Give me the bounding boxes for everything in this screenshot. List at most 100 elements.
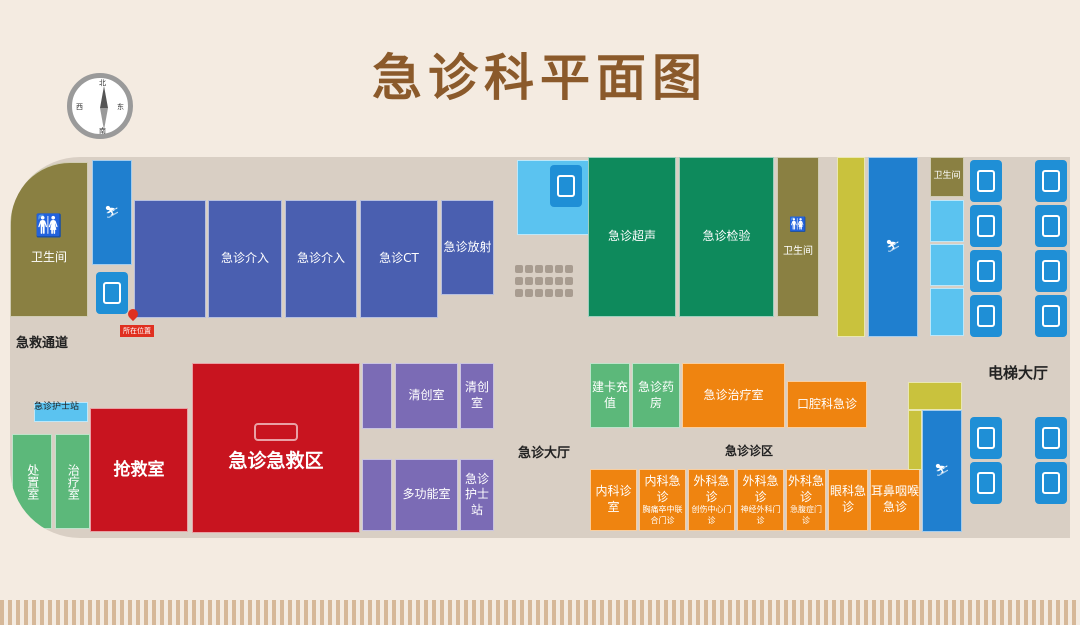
- elevator-icon: [1035, 295, 1067, 337]
- elevator-icon: [970, 462, 1002, 504]
- room-nurse-right[interactable]: 急诊护士站: [460, 459, 494, 531]
- room-label: 急诊治疗室: [703, 387, 764, 402]
- elevator-icon: [550, 165, 582, 207]
- compass-icon: 北 南 东 西: [67, 73, 133, 139]
- toilet-icon: 🚻: [789, 217, 807, 234]
- room-sky-3: [930, 288, 964, 336]
- compass-south: 南: [99, 127, 106, 135]
- room-label: 口腔科急诊: [796, 396, 857, 411]
- room-erbi[interactable]: 耳鼻咽喉急诊: [870, 469, 920, 531]
- room-label: 急诊护士站: [464, 471, 489, 517]
- corridor-yellow: [837, 157, 865, 337]
- room-neike[interactable]: 内科诊室: [590, 469, 637, 531]
- room-label: 急诊放射: [443, 239, 492, 254]
- room-kouqiang[interactable]: 口腔科急诊: [787, 381, 867, 428]
- decorative-border: [0, 600, 1080, 625]
- room-neike-2[interactable]: 内科急诊 胸痛卒中联合门诊: [639, 469, 686, 531]
- room-sky-1: [930, 200, 964, 242]
- room-label: 急诊介入: [220, 251, 269, 266]
- compass-east: 东: [117, 103, 124, 111]
- room-label: 卫生间: [783, 245, 813, 257]
- room-yaofang[interactable]: 急诊药房: [632, 363, 680, 428]
- room-label: 急诊CT: [379, 251, 419, 266]
- elevator-icon: [1035, 205, 1067, 247]
- room-label: 卫生间: [933, 171, 961, 182]
- room-label: 外科急诊: [742, 474, 779, 504]
- room-sublabel: 急腹症门诊: [790, 505, 822, 525]
- room-zhiliaoshi[interactable]: 急诊治疗室: [682, 363, 785, 428]
- elevator-icon: [1035, 417, 1067, 459]
- bed-icon: [254, 422, 298, 441]
- room-label: 耳鼻咽喉急诊: [871, 484, 920, 514]
- room-label: 外科急诊: [693, 474, 730, 504]
- room-label: 内科急诊: [644, 474, 681, 504]
- room-label: 清创室: [464, 380, 489, 410]
- room-duogongneng[interactable]: 多功能室: [395, 459, 458, 531]
- room-jieru-1[interactable]: 急诊介入: [208, 200, 282, 318]
- room-jianka[interactable]: 建卡充值: [590, 363, 630, 428]
- room-chuzhi[interactable]: 处置室: [12, 434, 52, 529]
- compass-north: 北: [99, 79, 106, 87]
- room-label: 清创室: [408, 388, 445, 403]
- elevator-icon: [96, 272, 128, 314]
- room-sublabel: 神经外科门诊: [740, 505, 781, 525]
- label-jijiu-tongdao: 急救通道: [16, 336, 69, 351]
- room-jianyan[interactable]: 急诊检验: [679, 157, 774, 317]
- elevator-icon: [970, 295, 1002, 337]
- room-label: 抢救室: [113, 459, 165, 480]
- stairs-icon: ⛷: [868, 157, 918, 337]
- elevator-icon: [970, 160, 1002, 202]
- room-label: 内科诊室: [595, 484, 632, 514]
- room-toilet-mid[interactable]: 🚻 卫生间: [777, 157, 819, 317]
- room-sublabel: 胸痛卒中联合门诊: [642, 505, 683, 525]
- room-fangshe[interactable]: 急诊放射: [441, 200, 494, 295]
- room-label: 治疗室: [66, 463, 81, 500]
- room-label: 急诊介入: [296, 251, 345, 266]
- room-label: 急诊护士站: [34, 402, 80, 412]
- stairs-icon: ⛷: [922, 410, 962, 532]
- elevator-icon: [970, 417, 1002, 459]
- stairs-icon: ⛷: [92, 160, 132, 265]
- label-jizhen-dating: 急诊大厅: [518, 446, 571, 461]
- room-label: 急诊药房: [637, 379, 674, 410]
- floor-plan: 🚻 卫生间 ⛷ 急诊介入 急诊介入 急诊CT 急诊放射 所在位置 急救通道 急诊…: [10, 157, 1070, 538]
- room-label: 急诊急救区: [228, 449, 324, 472]
- room-label: 急诊检验: [702, 229, 751, 244]
- room-chaosheng[interactable]: 急诊超声: [588, 157, 676, 317]
- location-label: 所在位置: [120, 325, 154, 337]
- label-dianti-dating: 电梯大厅: [988, 364, 1049, 382]
- elevator-icon: [970, 205, 1002, 247]
- room-yanke[interactable]: 眼科急诊: [828, 469, 868, 531]
- room-label: 卫生间: [30, 250, 67, 264]
- room-waike-3[interactable]: 外科急诊 急腹症门诊: [786, 469, 826, 531]
- elevator-icon: [1035, 462, 1067, 504]
- room-sublabel: 创伤中心门诊: [691, 505, 732, 525]
- label-jizhen-zhenqu: 急诊诊区: [725, 444, 774, 458]
- room-waike-2[interactable]: 外科急诊 神经外科门诊: [737, 469, 784, 531]
- elevator-icon: [970, 250, 1002, 292]
- room-label: 多功能室: [402, 487, 451, 502]
- corridor-yellow-2: [908, 382, 962, 410]
- room-label: 建卡充值: [591, 379, 628, 410]
- room-toilet-right[interactable]: 卫生间: [930, 157, 964, 197]
- room-waike-1[interactable]: 外科急诊 创伤中心门诊: [688, 469, 735, 531]
- room-qiangjiu[interactable]: 抢救室: [90, 408, 188, 532]
- room-jieru-2[interactable]: 急诊介入: [285, 200, 357, 318]
- room-jijiu[interactable]: 急诊急救区: [192, 363, 360, 533]
- compass-west: 西: [76, 103, 83, 111]
- elevator-icon: [1035, 250, 1067, 292]
- corridor-yellow-3: [908, 410, 922, 470]
- room-nurse-left[interactable]: [34, 402, 88, 422]
- room-sky-2: [930, 244, 964, 286]
- room-label: 处置室: [25, 463, 40, 500]
- room-toilet-left[interactable]: 🚻 卫生间: [10, 162, 88, 317]
- room-blue-block[interactable]: [134, 200, 206, 318]
- elevator-icon: [1035, 160, 1067, 202]
- room-purple-1: [362, 363, 392, 429]
- room-zhiliao[interactable]: 治疗室: [55, 434, 90, 529]
- room-label: 外科急诊: [787, 474, 824, 504]
- room-qingchuang-1[interactable]: 清创室: [395, 363, 458, 429]
- room-label: 急诊超声: [607, 229, 656, 244]
- room-qingchuang-2[interactable]: 清创室: [460, 363, 494, 429]
- room-ct[interactable]: 急诊CT: [360, 200, 438, 318]
